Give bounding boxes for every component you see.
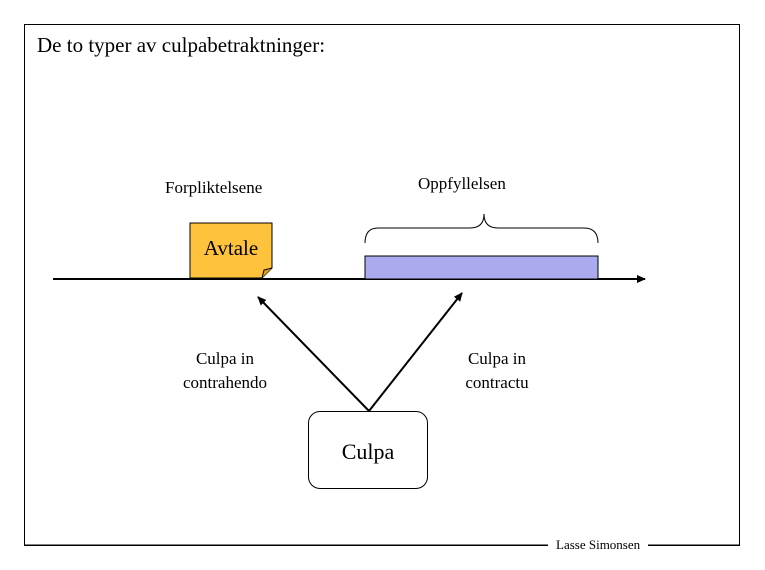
label-forpliktelsene: Forpliktelsene — [165, 178, 263, 197]
label-culpa-in-contrahendo: Culpa in contrahendo — [182, 349, 268, 392]
label-avtale: Avtale — [203, 236, 259, 260]
author-signature: Lasse Simonsen — [548, 537, 649, 553]
label-oppfyllelsen: Oppfyllelsen — [418, 174, 506, 193]
label-culpa-in-contractu: Culpa in contractu — [465, 349, 529, 392]
fulfilment-bar — [364, 255, 599, 280]
arrow-to-contractu — [368, 292, 463, 412]
avtale-note-fold — [261, 267, 273, 279]
label-culpa: Culpa — [341, 439, 395, 464]
culpa-box — [308, 411, 428, 489]
fulfilment-brace — [364, 213, 599, 244]
arrow-to-contrahendo — [257, 296, 370, 412]
slide-title: De to typer av culpabetraktninger: — [37, 33, 326, 57]
